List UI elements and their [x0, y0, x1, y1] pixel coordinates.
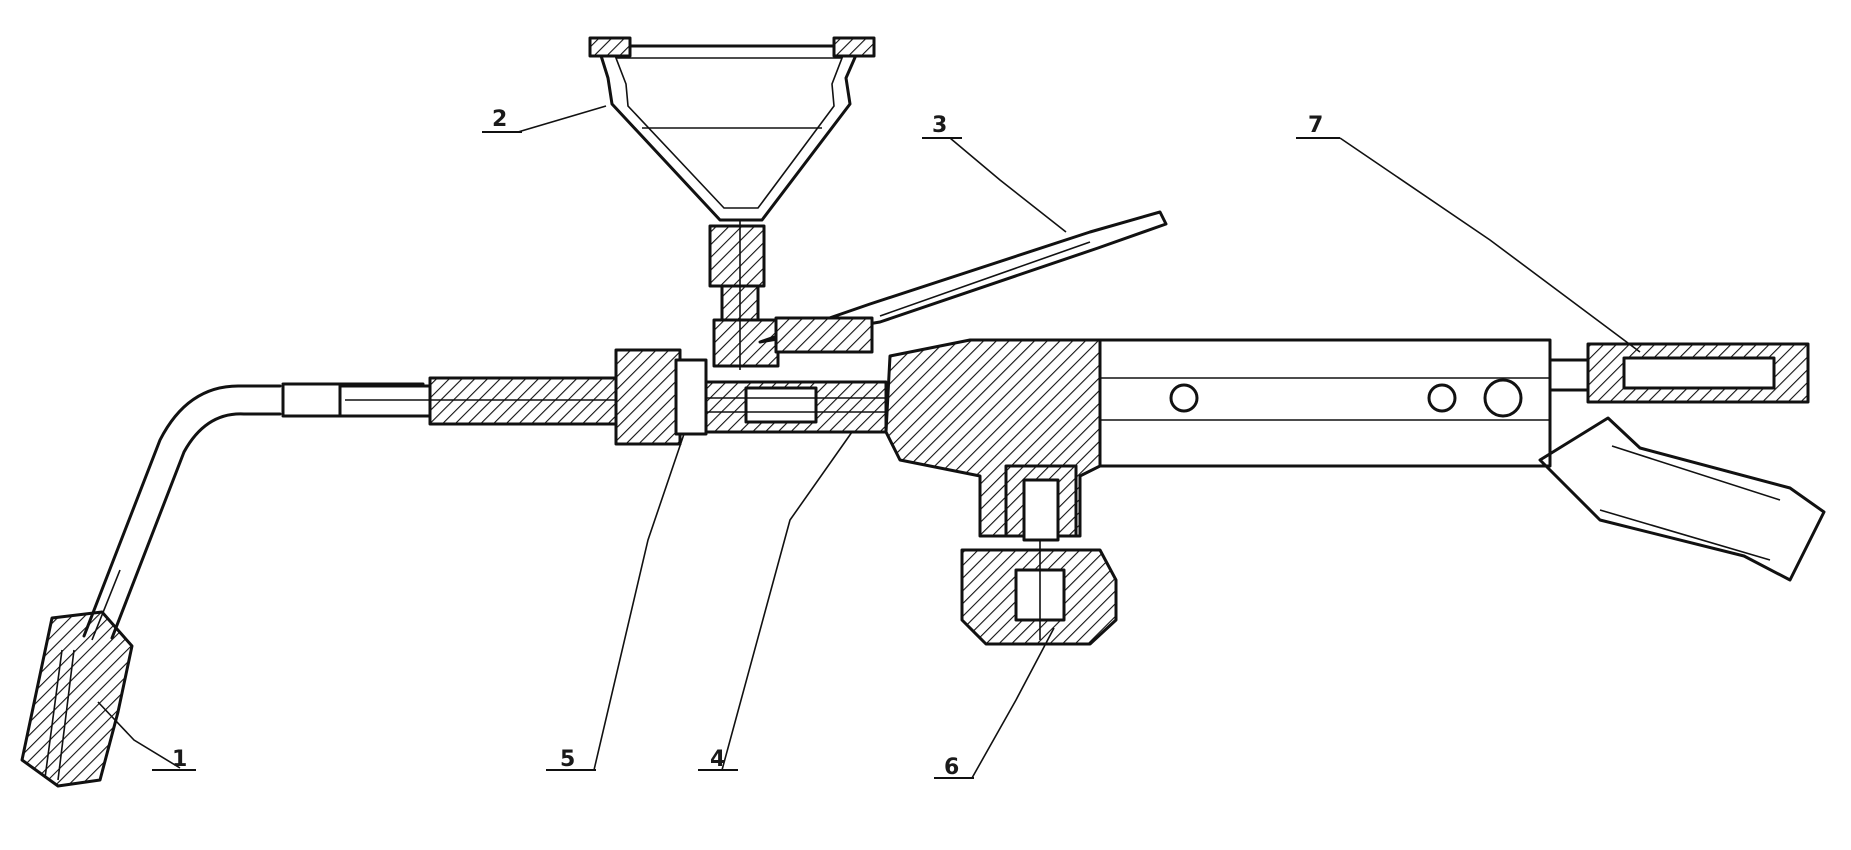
callout-3: 3: [932, 113, 947, 138]
callout-labels: 1 2 3 4 5 6 7: [172, 107, 1323, 780]
powder-feed-neck: [708, 220, 780, 370]
nozzle-tip: [20, 610, 134, 788]
torch-body: [884, 338, 1552, 538]
trigger-lever: [758, 210, 1168, 354]
bent-feed-tube: [82, 382, 425, 641]
valve-assembly: [960, 464, 1118, 646]
callout-4: 4: [710, 747, 725, 772]
callout-5: 5: [560, 747, 575, 772]
leader-lines: [97, 105, 1641, 779]
callout-6: 6: [944, 755, 959, 780]
callout-1: 1: [172, 747, 187, 772]
front-barrel: [338, 348, 890, 446]
rear-hose-fitting: [1538, 342, 1826, 582]
callout-7: 7: [1308, 113, 1323, 138]
powder-hopper: [588, 36, 876, 222]
callout-2: 2: [492, 107, 507, 132]
